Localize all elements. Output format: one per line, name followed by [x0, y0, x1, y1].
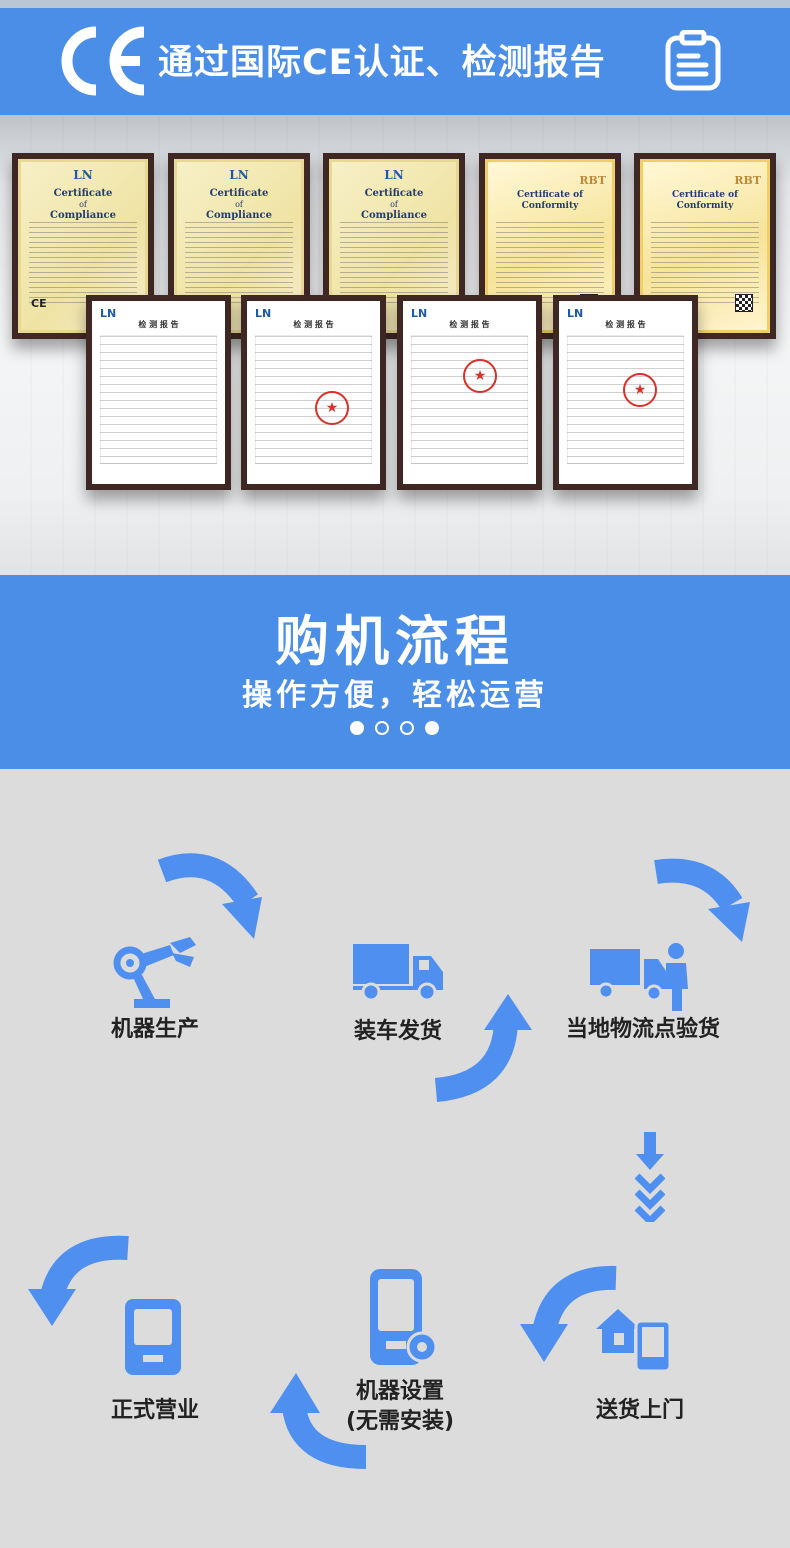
step-label-production: 机器生产	[110, 1017, 199, 1042]
report-logo: LN	[411, 307, 428, 320]
report-logo: LN	[255, 307, 272, 320]
certificate-title: Certificate of Conformity	[517, 190, 583, 211]
certificate-logo: LN	[384, 168, 404, 182]
report-title: 检 测 报 告	[605, 320, 646, 329]
certificate-wall: LN Certificate of Compliance CE LN Certi…	[0, 115, 790, 575]
step-label-delivery: 送货上门	[595, 1398, 684, 1423]
certificate-title: Certificate of Compliance	[49, 188, 116, 221]
certificate-text-lines	[496, 222, 604, 307]
clipboard-report-icon	[665, 30, 721, 91]
report-logo: LN	[567, 307, 584, 320]
curved-arrow-icon	[434, 994, 532, 1102]
ce-mark: CE	[31, 297, 47, 310]
test-report: LN 检 测 报 告	[92, 301, 225, 484]
red-seal-stamp-icon	[463, 359, 497, 393]
pager-dots	[350, 721, 440, 737]
curved-arrow-icon	[270, 1373, 367, 1469]
certificate-title: Certificate of Conformity	[672, 190, 738, 211]
pager-dot[interactable]	[350, 721, 364, 735]
report-text-lines	[411, 335, 528, 464]
pager-dot[interactable]	[425, 721, 439, 735]
rbt-brand: RBT	[579, 174, 606, 187]
ce-certification-banner: 通过国际CE认证、检测报告	[0, 0, 790, 115]
purchase-process-diagram: 机器生产 装车发货 当地物流点验货 送货上门 机器设置 (无需安装)	[0, 769, 790, 1548]
certificate-logo: LN	[73, 168, 93, 182]
test-report: LN 检 测 报 告	[247, 301, 380, 484]
certificate-logo: LN	[229, 168, 249, 182]
test-report: LN 检 测 报 告	[403, 301, 536, 484]
curved-arrow-icon	[28, 1235, 129, 1326]
step-label-shipping: 装车发货	[353, 1019, 442, 1044]
certificate-text-lines	[29, 222, 137, 307]
report-title: 检 测 报 告	[293, 320, 334, 329]
report-text-lines	[100, 335, 217, 464]
certificate-text-lines	[340, 222, 448, 307]
certificate-text-lines	[185, 222, 293, 307]
purchase-process-banner: 购机流程 操作方便，轻松运营	[0, 575, 790, 769]
curved-arrow-icon	[520, 1265, 617, 1362]
red-seal-stamp-icon	[623, 373, 657, 407]
report-frame: LN 检 测 报 告	[86, 295, 231, 490]
pager-dot[interactable]	[375, 721, 389, 735]
truck-icon	[353, 944, 443, 1002]
machine-setup-icon	[370, 1269, 438, 1365]
curved-arrow-icon	[157, 853, 262, 939]
report-frame: LN 检 测 报 告	[397, 295, 542, 490]
vending-machine-icon	[125, 1299, 181, 1375]
certificate-title: Certificate of Compliance	[205, 188, 272, 221]
robot-arm-icon	[113, 937, 196, 1008]
rbt-brand: RBT	[734, 174, 761, 187]
curved-arrow-icon	[654, 858, 750, 942]
test-report: LN 检 测 报 告	[559, 301, 692, 484]
pager-dot[interactable]	[400, 721, 414, 735]
report-title: 检 测 报 告	[138, 320, 179, 329]
ce-logo-icon	[61, 26, 145, 96]
process-title: 购机流程	[275, 610, 515, 673]
down-chevrons-icon	[635, 1132, 665, 1222]
red-seal-stamp-icon	[315, 391, 349, 425]
certificate-title: Certificate of Compliance	[360, 188, 427, 221]
qr-code-icon	[735, 294, 753, 312]
step-label-inspection: 当地物流点验货	[565, 1017, 720, 1042]
home-delivery-icon	[596, 1309, 672, 1371]
report-logo: LN	[100, 307, 117, 320]
report-frame: LN 检 测 报 告	[553, 295, 698, 490]
truck-inspection-icon	[590, 943, 688, 1011]
process-subtitle: 操作方便，轻松运营	[242, 678, 548, 713]
certificate-text-lines	[651, 222, 759, 307]
report-text-lines	[255, 335, 372, 464]
step-label-setup: 机器设置 (无需安装)	[345, 1379, 455, 1434]
report-title: 检 测 报 告	[449, 320, 490, 329]
report-frame: LN 检 测 报 告	[241, 295, 386, 490]
step-label-operation: 正式营业	[110, 1398, 199, 1423]
ce-banner-title: 通过国际CE认证、检测报告	[158, 43, 606, 83]
